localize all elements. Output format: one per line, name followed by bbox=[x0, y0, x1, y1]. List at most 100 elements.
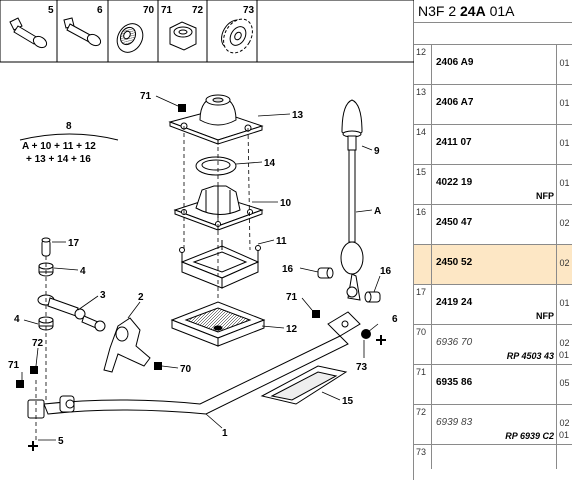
callout-4-lower: 4 bbox=[14, 314, 20, 325]
formula-line-1: A + 10 + 11 + 12 bbox=[22, 141, 96, 152]
part-quantity: 05 bbox=[556, 365, 572, 404]
nut-part-71 bbox=[169, 21, 197, 51]
row-index: 73 bbox=[414, 445, 432, 469]
part-quantity-secondary: 01 bbox=[558, 350, 569, 360]
formula-line-2: + 13 + 14 + 16 bbox=[26, 154, 91, 165]
part-quantity: 01 bbox=[556, 125, 572, 164]
table-row[interactable]: 73 bbox=[414, 445, 572, 469]
linkage-parts bbox=[27, 237, 151, 419]
part-quantity: 01 bbox=[556, 45, 572, 84]
callout-5: 5 bbox=[58, 436, 64, 447]
part-reference: 4022 19 bbox=[436, 177, 473, 188]
strip-label-72: 72 bbox=[192, 5, 204, 16]
callout-9: 9 bbox=[374, 146, 380, 157]
part-reference: 2406 A7 bbox=[436, 97, 474, 108]
callout-72: 72 bbox=[32, 338, 44, 349]
row-index: 17 bbox=[414, 285, 432, 324]
strip-label-71: 71 bbox=[161, 5, 173, 16]
formula-number: 8 bbox=[66, 121, 72, 132]
callout-labels: 71 13 9 14 10 A 11 17 4 16 16 3 2 71 12 … bbox=[8, 91, 398, 447]
gaiter-plate-15 bbox=[260, 365, 348, 405]
callout-14: 14 bbox=[264, 158, 276, 169]
callout-71-mid: 71 bbox=[286, 292, 298, 303]
gear-lever bbox=[340, 99, 364, 301]
assembly-axes bbox=[183, 126, 251, 300]
part-reference: 6939 83 bbox=[436, 417, 473, 428]
callout-2: 2 bbox=[138, 292, 144, 303]
part-quantity: 01 bbox=[556, 165, 572, 204]
part-reference: 2411 07 bbox=[436, 137, 472, 148]
callout-13: 13 bbox=[292, 110, 304, 121]
row-index: 70 bbox=[414, 325, 432, 364]
callout-73: 73 bbox=[356, 362, 368, 373]
grommet-part-70 bbox=[116, 23, 144, 53]
table-row[interactable]: 16 2450 47 02 bbox=[414, 205, 572, 245]
part-note: NFP bbox=[536, 191, 554, 201]
callout-17: 17 bbox=[68, 238, 80, 249]
cross-markers bbox=[28, 335, 386, 451]
table-row[interactable]: 12 2406 A9 01 bbox=[414, 45, 572, 85]
callout-3: 3 bbox=[100, 290, 106, 301]
callout-71-left: 71 bbox=[8, 360, 20, 371]
row-index: 71 bbox=[414, 365, 432, 404]
gear-lever-housing bbox=[168, 94, 266, 347]
callout-1: 1 bbox=[222, 428, 228, 439]
part-reference: 2406 A9 bbox=[436, 57, 474, 68]
part-reference: 2450 52 bbox=[436, 257, 473, 268]
callout-10: 10 bbox=[280, 198, 292, 209]
row-index: 12 bbox=[414, 45, 432, 84]
callout-6: 6 bbox=[392, 314, 398, 325]
part-reference: 6935 86 bbox=[436, 377, 473, 388]
kit-formula: 8 A + 10 + 11 + 12 + 13 + 14 + 16 bbox=[19, 121, 119, 165]
part-quantity-secondary: 01 bbox=[558, 430, 569, 440]
part-quantity bbox=[556, 445, 572, 469]
part-quantity: 02 bbox=[556, 325, 572, 364]
callout-a: A bbox=[374, 206, 381, 217]
row-index: 16 bbox=[414, 205, 432, 244]
toothed-washer-part-73 bbox=[223, 18, 253, 54]
part-reference: 2450 47 bbox=[436, 217, 473, 228]
part-note: RP 6939 C2 bbox=[505, 431, 554, 441]
strip-label-70: 70 bbox=[143, 5, 155, 16]
diagram-code-header: N3F 2 24A 01A bbox=[414, 0, 572, 23]
leader-lines bbox=[21, 95, 381, 441]
exploded-parts-diagram: 5 6 70 71 72 73 bbox=[0, 0, 414, 480]
diagram-code-bold: 24A bbox=[460, 3, 486, 19]
parts-strip: 5 6 70 71 72 73 bbox=[0, 0, 414, 63]
part-note: RP 4503 43 bbox=[506, 351, 554, 361]
linkage-axes bbox=[35, 256, 47, 440]
callout-15: 15 bbox=[342, 396, 354, 407]
bolt-part-5 bbox=[9, 17, 48, 49]
table-row[interactable]: 14 2411 07 01 bbox=[414, 125, 572, 165]
part-quantity: 02 bbox=[556, 405, 572, 444]
callout-16-right: 16 bbox=[380, 266, 392, 277]
pin-part-6 bbox=[63, 17, 102, 47]
part-reference: 2419 24 bbox=[436, 297, 473, 308]
part-quantity: 01 bbox=[556, 85, 572, 124]
strip-label-73: 73 bbox=[243, 5, 255, 16]
part-reference: 6936 70 bbox=[436, 337, 473, 348]
callout-12: 12 bbox=[286, 324, 298, 335]
table-header-blank bbox=[414, 23, 572, 45]
row-index: 15 bbox=[414, 165, 432, 204]
row-index: 14 bbox=[414, 125, 432, 164]
callout-11: 11 bbox=[276, 236, 287, 247]
part-quantity: 01 bbox=[556, 285, 572, 324]
strip-label-5: 5 bbox=[48, 5, 54, 16]
diagram-drawing: 5 6 70 71 72 73 bbox=[0, 0, 414, 451]
row-index bbox=[414, 245, 432, 284]
table-row[interactable]: 71 6935 86 05 bbox=[414, 365, 572, 405]
part-note: NFP bbox=[536, 311, 554, 321]
row-index: 72 bbox=[414, 405, 432, 444]
callout-70: 70 bbox=[180, 364, 192, 375]
part-quantity: 02 bbox=[556, 205, 572, 244]
callout-71-top: 71 bbox=[140, 91, 152, 102]
